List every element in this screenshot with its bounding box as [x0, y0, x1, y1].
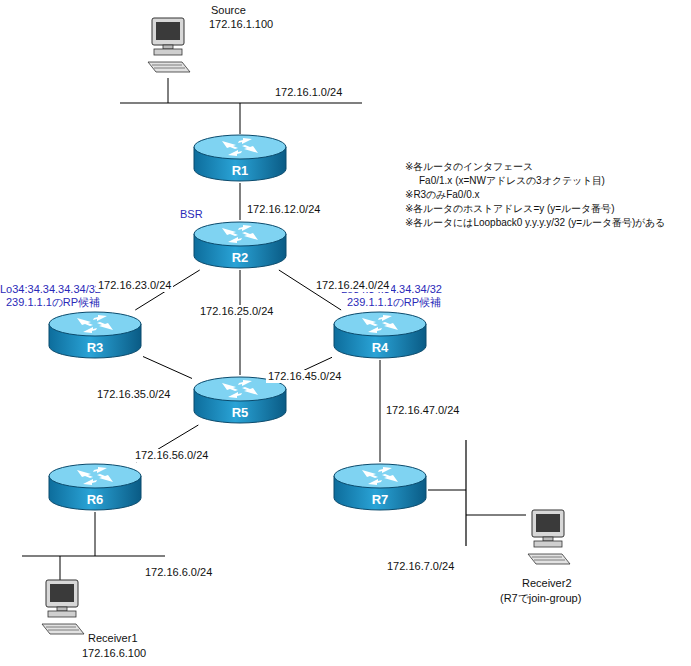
note-text: ※各ルータのホストアドレス=y (y=ルータ番号)	[405, 202, 689, 216]
subnet-label: 172.16.12.0/24	[245, 203, 322, 216]
router-name: R1	[232, 163, 249, 178]
wire	[60, 556, 61, 580]
address-label: 172.16.6.0/24	[145, 566, 212, 579]
address-label: (R7でjoin-group)	[500, 592, 581, 605]
pc-icon	[42, 580, 84, 634]
router-name: R2	[232, 250, 249, 265]
router-name: R4	[372, 340, 389, 355]
router-name: R6	[87, 492, 104, 507]
address-label: 172.16.1.100	[209, 18, 273, 31]
annotation-label: BSR	[180, 208, 203, 221]
subnet-label: 172.16.23.0/24	[96, 279, 173, 292]
router-name: R5	[232, 405, 249, 420]
wire	[428, 490, 466, 491]
router-node: R1	[192, 133, 288, 183]
annotation-label: Lo34:34.34.34.34/32	[0, 283, 101, 296]
router-node: R3	[47, 310, 143, 360]
link-line	[240, 270, 241, 375]
subnet-label: 172.16.45.0/24	[266, 370, 343, 383]
lan-segment	[22, 555, 165, 556]
router-name: R7	[372, 492, 389, 507]
wire	[466, 515, 526, 516]
address-label: Receiver1	[88, 632, 138, 645]
router-name: R3	[87, 340, 104, 355]
subnet-label: 172.16.56.0/24	[133, 449, 210, 462]
note-text: ※各ルータにはLoopback0 y.y.y.y/32 (y=ルータ番号)がある	[405, 216, 689, 230]
link-line	[240, 183, 241, 220]
router-node: R7	[332, 462, 428, 512]
address-label: 172.16.7.0/24	[387, 560, 454, 573]
subnet-label: 172.16.24.0/24	[314, 279, 391, 292]
pc-icon	[528, 510, 570, 564]
address-label: 172.16.1.0/24	[275, 86, 342, 99]
subnet-label: 172.16.25.0/24	[198, 305, 275, 318]
link-line	[380, 360, 381, 462]
pc-icon	[148, 18, 190, 72]
note-text: ※各ルータのインタフェース	[405, 160, 689, 174]
address-label: Receiver2	[522, 577, 572, 590]
link-line	[143, 357, 192, 379]
lan-segment	[120, 102, 362, 103]
subnet-label: 172.16.47.0/24	[384, 404, 461, 417]
wire	[95, 512, 96, 556]
lan-segment	[465, 440, 466, 546]
router-node: R4	[332, 310, 428, 360]
notes-block: ※各ルータのインタフェースFa0/1.x (x=NWアドレスの3オクテット目)※…	[405, 160, 689, 230]
annotation-label: 239.1.1.1のRP候補	[347, 296, 441, 309]
annotation-label: 239.1.1.1のRP候補	[6, 296, 100, 309]
note-text: Fa0/1.x (x=NWアドレスの3オクテット目)	[405, 174, 689, 188]
address-label: Source	[211, 4, 246, 17]
address-label: 172.16.6.100	[82, 647, 146, 660]
router-node: R6	[47, 462, 143, 512]
subnet-label: 172.16.35.0/24	[95, 388, 172, 401]
note-text: ※R3のみFa0/0.x	[405, 188, 689, 202]
router-node: R2	[192, 220, 288, 270]
wire	[240, 103, 241, 134]
wire	[168, 78, 169, 103]
